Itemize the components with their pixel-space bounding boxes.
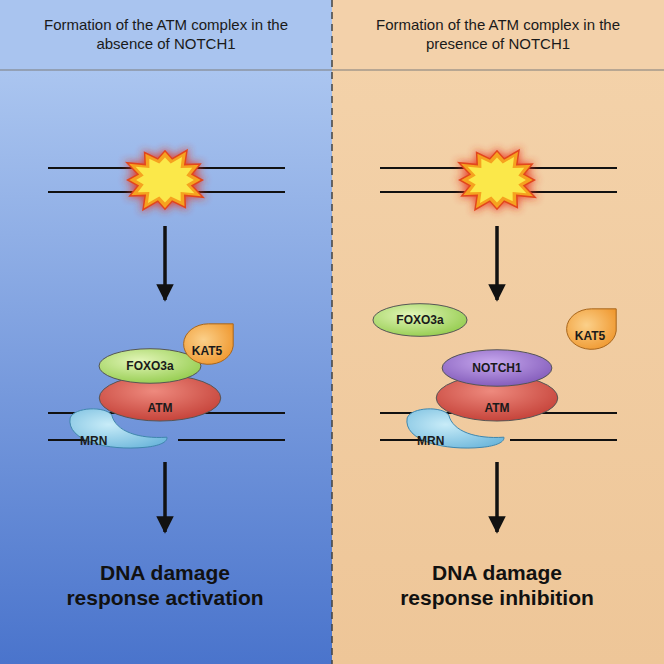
damage-glow (455, 148, 538, 213)
kat5-protein: KAT5 (562, 307, 618, 353)
panel-heading: Formation of the ATM complex in the abse… (0, 15, 332, 53)
damage-core (468, 157, 527, 203)
protein-label: FOXO3a (126, 359, 173, 373)
panel-heading: Formation of the ATM complex in the pres… (332, 15, 664, 53)
protein-label: ATM (147, 401, 172, 415)
panel-illustration (380, 148, 617, 532)
flow-arrow (495, 462, 499, 532)
left-panel-ground (0, 0, 332, 664)
left-header-ground (0, 0, 332, 70)
broken-dna-strand (178, 439, 285, 441)
panel-divider (331, 0, 333, 664)
flow-arrow (495, 226, 499, 300)
right-header-ground (332, 0, 664, 70)
outcome-label: DNA damage response activation (15, 560, 315, 610)
damage-burst (127, 150, 203, 209)
foxo3a-protein: FOXO3a (372, 303, 468, 337)
panel-illustration (48, 148, 285, 532)
protein-label: MRN (417, 434, 444, 448)
broken-dna-strand (510, 439, 617, 441)
damage-glow (123, 148, 206, 213)
dna-illustration (48, 148, 617, 532)
protein-label: NOTCH1 (472, 361, 521, 375)
protein-label: FOXO3a (396, 313, 443, 327)
outcome-label: DNA damage response inhibition (347, 560, 647, 610)
header-rule (0, 69, 664, 70)
protein-label: ATM (484, 401, 509, 415)
damage-burst (459, 150, 535, 209)
protein-label: MRN (80, 434, 107, 448)
protein-label: KAT5 (192, 344, 222, 358)
damage-core (136, 157, 195, 203)
kat5-protein: KAT5 (179, 322, 235, 368)
flow-arrow (163, 462, 167, 532)
notch1-protein: NOTCH1 (441, 349, 553, 387)
protein-label: KAT5 (575, 329, 605, 343)
right-panel-ground (332, 0, 664, 664)
flow-arrow (163, 226, 167, 300)
